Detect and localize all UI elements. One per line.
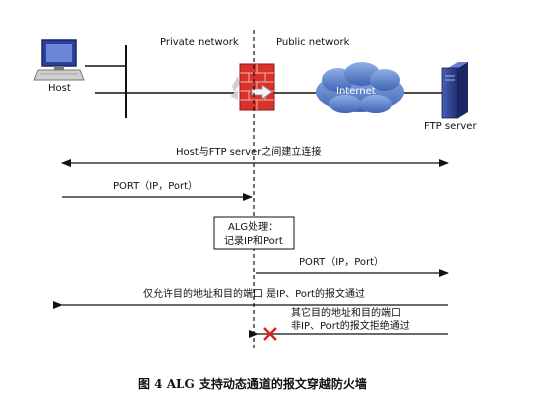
port-request-label: PORT（IP，Port） (113, 180, 198, 192)
server-tower-icon (441, 62, 468, 119)
allowed-traffic-label: 仅允许目的地址和目的端口 是IP、Port的报文通过 (143, 287, 365, 300)
rejected-label-line2: 非IP、Port的报文拒绝通过 (291, 319, 410, 332)
brick-firewall-icon (230, 63, 275, 111)
alg-label-line1: ALG处理： (228, 221, 278, 233)
figure-caption: 图 4 ALG 支持动态通道的报文穿越防火墙 (138, 376, 367, 391)
rejected-label-line1: 其它目的地址和目的端口 (291, 306, 401, 319)
internet-label: Internet (336, 86, 376, 97)
host-label: Host (48, 83, 71, 94)
red-x-icon (263, 327, 277, 341)
cloud-icon (316, 62, 404, 113)
alg-label-line2: 记录IP和Port (224, 235, 283, 247)
connection-label: Host与FTP server之间建立连接 (176, 145, 321, 158)
port-forward-label: PORT（IP，Port） (299, 256, 384, 268)
ftp-server-label: FTP server (424, 121, 477, 132)
desktop-computer-icon (33, 39, 85, 81)
public-network-label: Public network (276, 37, 350, 48)
alg-process-box (213, 216, 295, 250)
private-network-label: Private network (160, 37, 239, 48)
